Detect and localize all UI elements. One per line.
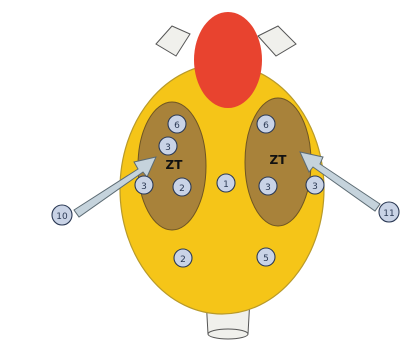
- marker-bottom-right: 5: [257, 248, 275, 266]
- marker-right-side: 3: [306, 176, 324, 194]
- svg-text:3: 3: [141, 182, 147, 192]
- svg-text:1: 1: [223, 180, 229, 190]
- pointer-right-label: 11: [379, 202, 399, 222]
- svg-text:3: 3: [265, 183, 271, 193]
- svg-text:5: 5: [263, 254, 269, 264]
- marker-left-side: 3: [135, 176, 153, 194]
- svg-text:3: 3: [165, 143, 171, 153]
- marker-center: 1: [217, 174, 235, 192]
- pointer-left-label: 10: [52, 205, 72, 225]
- right-zone: ZT: [245, 98, 311, 226]
- head-oval: [194, 12, 262, 108]
- svg-text:10: 10: [56, 212, 68, 222]
- marker-right-top: 6: [257, 115, 275, 133]
- marker-left-inner: 2: [173, 178, 191, 196]
- svg-text:11: 11: [383, 209, 394, 219]
- svg-text:2: 2: [179, 184, 185, 194]
- marker-right-inner: 3: [259, 177, 277, 195]
- left-zone-label: ZT: [166, 158, 184, 172]
- svg-text:3: 3: [312, 182, 318, 192]
- svg-text:2: 2: [180, 255, 186, 265]
- marker-bottom-left: 2: [174, 249, 192, 267]
- marker-left-middle: 3: [159, 137, 177, 155]
- marker-left-top: 6: [168, 115, 186, 133]
- svg-text:6: 6: [174, 121, 180, 131]
- svg-text:6: 6: [263, 121, 269, 131]
- right-zone-label: ZT: [270, 153, 288, 167]
